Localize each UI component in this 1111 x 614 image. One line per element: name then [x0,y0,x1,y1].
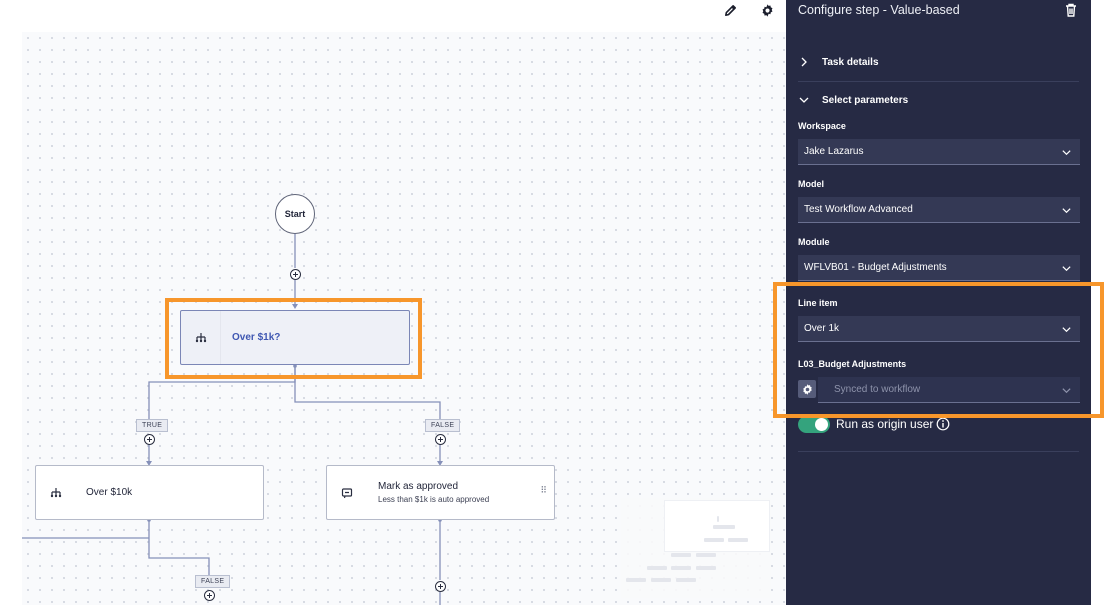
chevron-down-icon [1062,266,1071,272]
budget-adjustments-select[interactable]: Synced to workflow [818,377,1080,403]
section-select-parameters[interactable]: Select parameters [798,90,1079,110]
branch-label-false: FALSE [195,575,231,588]
model-label: Model [798,179,824,189]
trash-icon[interactable] [1063,2,1079,18]
add-step-icon[interactable] [435,581,446,592]
configure-step-panel: Configure step - Value-based Task detail… [786,0,1091,605]
module-value: WFLVB01 - Budget Adjustments [804,262,947,273]
workspace-label: Workspace [798,121,846,131]
chevron-down-icon [799,97,809,103]
chevron-down-icon [1062,208,1071,214]
model-select[interactable]: Test Workflow Advanced [798,197,1080,223]
branch-label-true: TRUE [136,419,169,432]
line-item-value: Over 1k [804,323,840,334]
node-title: Mark as approved [378,481,459,492]
decision-icon [181,311,221,364]
run-as-origin-label: Run as origin user [836,417,934,431]
add-step-icon[interactable] [435,434,446,445]
branch-label-false: FALSE [425,419,461,432]
add-step-icon[interactable] [204,590,215,601]
module-select[interactable]: WFLVB01 - Budget Adjustments [798,255,1080,281]
drag-handle-icon[interactable]: ⠿ [540,485,547,495]
chevron-down-icon [1062,327,1071,333]
decision-node-over-1k[interactable]: Over $1k? [180,310,410,365]
message-icon [327,466,367,519]
node-subtitle: Less than $1k is auto approved [378,495,490,504]
pencil-icon[interactable] [718,0,742,20]
panel-title: Configure step - Value-based [798,3,960,17]
gear-icon[interactable] [755,0,779,20]
budget-adjustments-value: Synced to workflow [834,384,921,395]
action-node-mark-approved[interactable]: Mark as approved Less than $1k is auto a… [326,465,555,520]
workspace-value: Jake Lazarus [804,146,864,157]
line-item-select[interactable]: Over 1k [798,316,1080,342]
canvas-minimap[interactable] [621,498,771,598]
add-step-icon[interactable] [290,269,301,280]
model-value: Test Workflow Advanced [804,204,913,215]
node-title: Over $1k? [232,332,281,343]
add-step-icon[interactable] [144,434,155,445]
run-as-origin-toggle[interactable] [798,416,830,433]
section-task-details[interactable]: Task details [798,52,1079,72]
decision-icon [36,466,76,519]
workspace-select[interactable]: Jake Lazarus [798,139,1080,165]
decision-node-over-10k[interactable]: Over $10k [35,465,264,520]
budget-adjustments-label: L03_Budget Adjustments [798,359,907,369]
node-title: Over $10k [86,487,133,498]
line-item-label: Line item [798,298,838,308]
start-node[interactable]: Start [275,194,315,234]
gear-icon [798,380,816,398]
chevron-down-icon [1062,388,1071,394]
info-icon[interactable] [936,417,950,431]
section-label: Select parameters [822,94,909,106]
chevron-down-icon [1062,150,1071,156]
chevron-right-icon [801,57,807,67]
section-label: Task details [822,56,879,68]
module-label: Module [798,237,830,247]
